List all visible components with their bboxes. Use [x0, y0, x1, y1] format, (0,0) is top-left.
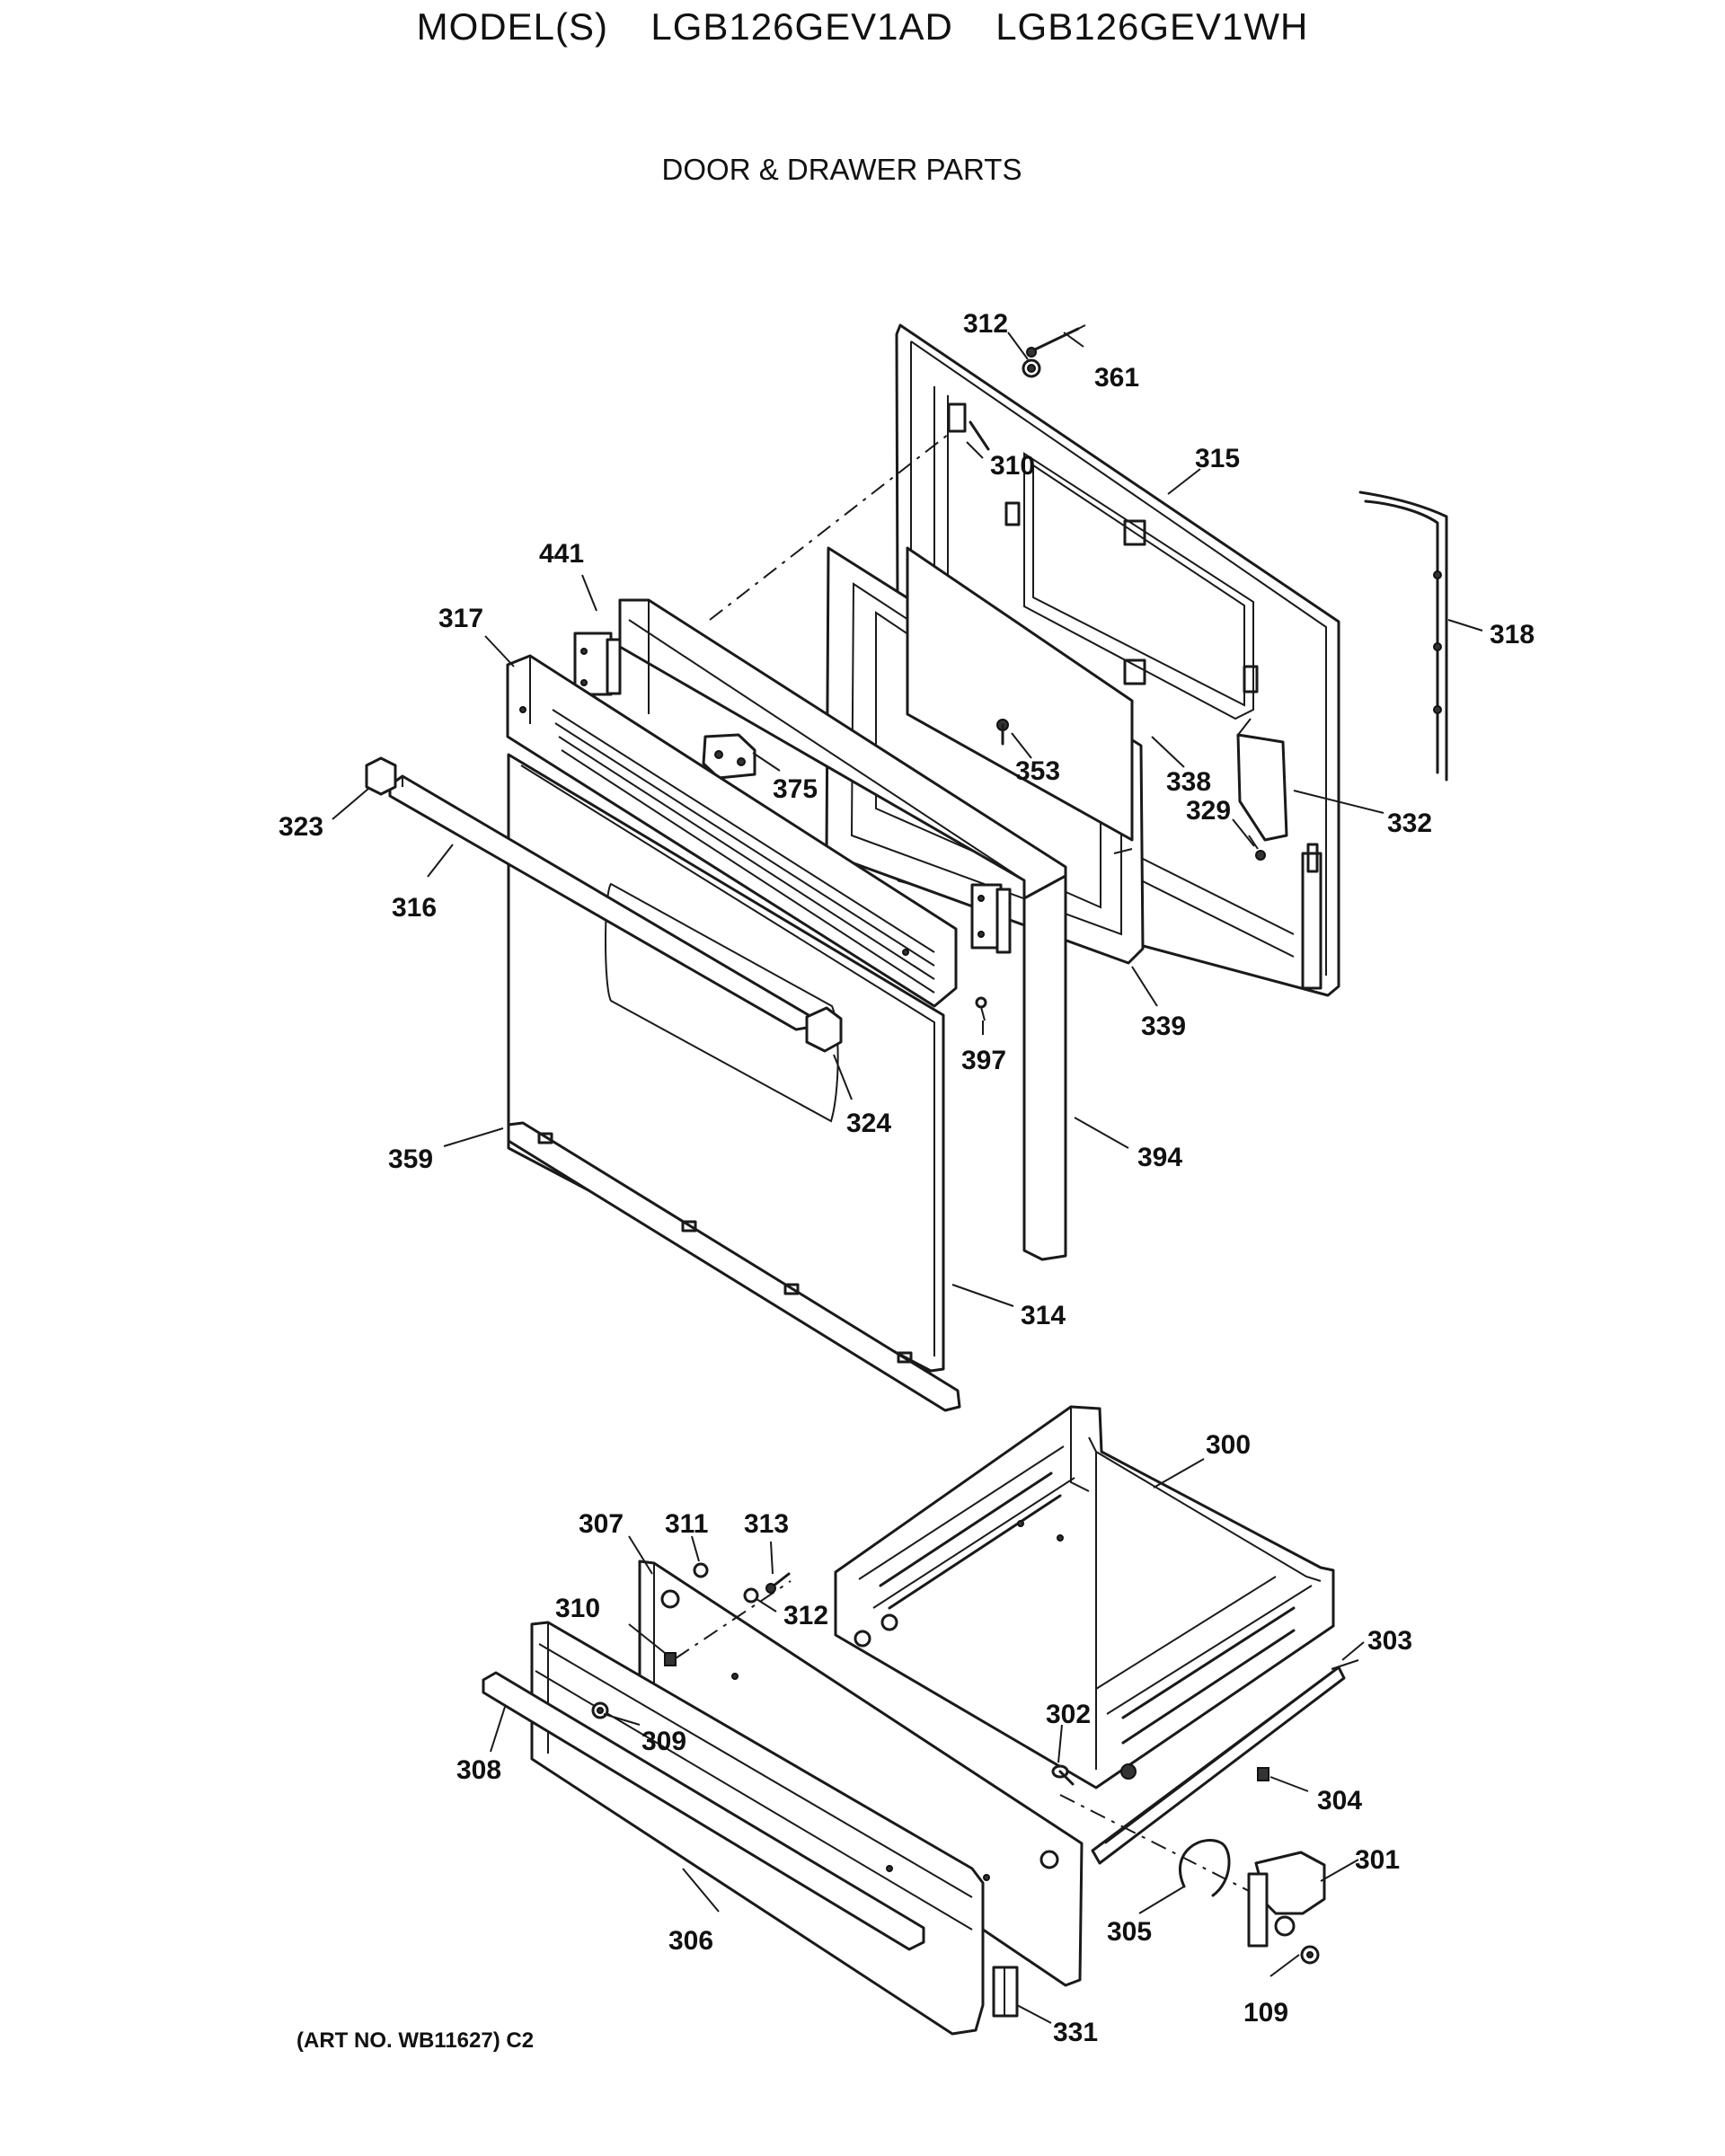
model-prefix: MODEL(S): [416, 5, 608, 48]
alignment-line-drawer: [675, 1580, 792, 1659]
callout-306: 306: [668, 1926, 713, 1956]
screw-329: [1248, 835, 1266, 861]
model-title: MODEL(S) LGB126GEV1AD LGB126GEV1WH: [0, 5, 1725, 49]
door-window-338: [825, 546, 1145, 965]
slide-rail-303: [1091, 1659, 1359, 1865]
washer-311: [693, 1562, 709, 1578]
roller-304: [1257, 1767, 1269, 1781]
bottom-trim-359: [507, 1121, 961, 1412]
screw-397: [975, 996, 987, 1021]
callout-375: 375: [773, 774, 818, 804]
drawer-handle-308: [482, 1671, 925, 1951]
callout-441: 441: [539, 539, 584, 569]
baffle-332: [1236, 718, 1384, 842]
callout-353: 353: [1015, 756, 1060, 786]
nut-312-drawer: [743, 1587, 759, 1604]
bracket-301: [1247, 1851, 1326, 1948]
bracket-375: [702, 733, 756, 780]
callout-302: 302: [1046, 1700, 1091, 1729]
screw-353: [996, 719, 1009, 746]
callout-312-top: 312: [963, 309, 1008, 339]
callout-314: 314: [1021, 1301, 1066, 1330]
callout-394: 394: [1137, 1143, 1182, 1172]
section-title: DOOR & DRAWER PARTS: [661, 153, 1022, 186]
callout-324: 324: [846, 1109, 891, 1138]
callout-307: 307: [579, 1509, 624, 1539]
callout-303: 303: [1367, 1626, 1412, 1656]
nut-312-top: [1022, 358, 1041, 378]
roller-302: [1051, 1764, 1075, 1786]
callout-329: 329: [1186, 796, 1231, 826]
callout-309: 309: [641, 1727, 686, 1756]
screw-313: [765, 1572, 791, 1594]
callout-312-drawer: 312: [783, 1601, 828, 1630]
model-number-1: LGB126GEV1AD: [650, 5, 953, 48]
clip-305: [1059, 1794, 1259, 1897]
drawer-body-300: [834, 1405, 1335, 1789]
hinge-slot-310-drawer: [664, 1652, 677, 1666]
bracket-331: [992, 1966, 1019, 2018]
callout-300: 300: [1206, 1430, 1251, 1460]
callout-311: 311: [665, 1509, 708, 1539]
end-cap-324: [805, 1006, 843, 1053]
callout-339: 339: [1141, 1012, 1186, 1041]
callout-317: 317: [438, 604, 483, 633]
model-number-2: LGB126GEV1WH: [995, 5, 1309, 48]
art-number: (ART NO. WB11627) C2: [296, 2028, 535, 2053]
callout-361: 361: [1094, 363, 1139, 393]
callout-308: 308: [456, 1755, 501, 1785]
callout-315: 315: [1195, 444, 1240, 473]
door-gasket-318: [1358, 490, 1483, 782]
hinge-bracket-441: [573, 632, 622, 696]
callout-109: 109: [1243, 1998, 1288, 2028]
door-frame-394: [618, 598, 1067, 1261]
callout-305: 305: [1107, 1917, 1152, 1947]
callout-323: 323: [279, 812, 323, 842]
nut-109: [1300, 1945, 1320, 1965]
callout-331: 331: [1053, 2018, 1098, 2047]
hinge-slot-310-top: [947, 402, 990, 451]
callout-318: 318: [1490, 620, 1535, 649]
leader-lines: [332, 331, 1365, 2024]
callout-313: 313: [744, 1509, 789, 1539]
callout-338: 338: [1166, 767, 1211, 797]
vent-trim-317: [506, 654, 958, 1008]
callout-310-drawer: 310: [555, 1594, 600, 1623]
end-cap-323: [365, 756, 397, 796]
callout-310-top: 310: [990, 451, 1035, 481]
screw-361: [1026, 324, 1086, 358]
callout-332: 332: [1387, 808, 1432, 838]
callout-397: 397: [961, 1046, 1006, 1075]
callout-316: 316: [392, 893, 437, 923]
callout-301: 301: [1355, 1845, 1400, 1875]
callout-359: 359: [388, 1144, 433, 1174]
callout-304: 304: [1317, 1786, 1362, 1816]
